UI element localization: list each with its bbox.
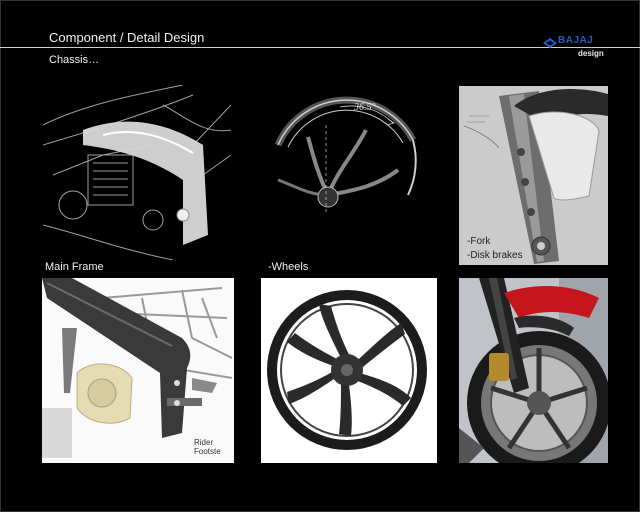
- wheel-render-image: [261, 278, 437, 463]
- fork-caption: -Fork: [467, 236, 491, 247]
- section-label: Chassis…: [49, 54, 100, 66]
- title-divider: [0, 47, 640, 48]
- bajaj-logo: [542, 34, 612, 64]
- brand-name: BAJAJ: [558, 35, 594, 46]
- footrest-label: Rider Footste: [194, 438, 221, 456]
- main-frame-render-image: Rider Footste: [42, 278, 234, 463]
- fork-render-image: -Fork -Disk brakes: [459, 86, 608, 265]
- main-frame-caption: Main Frame: [45, 261, 104, 273]
- brand-subtitle: design: [578, 49, 604, 58]
- main-frame-sketch-image: [43, 85, 231, 260]
- slide-title: Component / Detail Design: [49, 30, 205, 45]
- wheel-sketch-image: 36.5°: [248, 85, 440, 260]
- bajaj-emblem-icon: [543, 38, 557, 48]
- wheels-caption: -Wheels: [268, 261, 309, 273]
- fork-brake-photo: [459, 278, 608, 463]
- disk-brakes-caption: -Disk brakes: [467, 250, 523, 261]
- angle-annotation: 36.5°: [353, 102, 376, 113]
